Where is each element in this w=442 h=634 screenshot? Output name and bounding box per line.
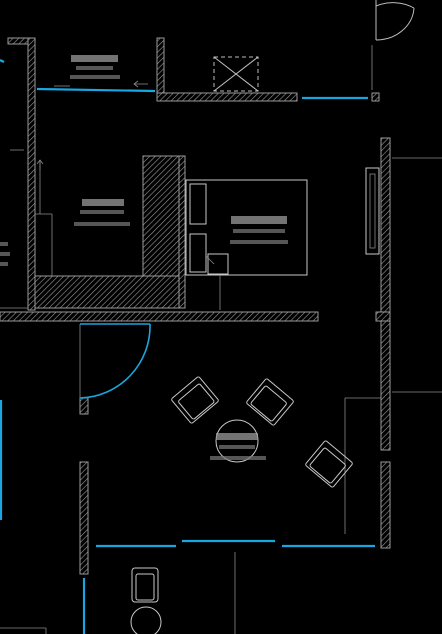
armchair-3 [305,440,353,488]
room-label-closet [74,199,130,226]
room-label-top [70,55,120,79]
armchair-2 [246,378,294,426]
round-table-icon [215,419,259,463]
wall-left-vertical [27,37,36,311]
chair-icon [130,567,162,634]
door-swing-icon [79,323,151,399]
wall-top-horizontal [156,92,298,102]
armchair-icon [171,376,219,424]
wall-mid-right-post [375,311,391,322]
walls [0,37,391,575]
wall-living-left-lower [79,461,89,575]
window-top-tick [0,59,5,63]
window-top-left [36,87,156,93]
wall-bed-divider [178,155,186,309]
interior-lines [0,45,442,634]
closet-icon [365,167,380,255]
wall-top-mid-vertical [156,37,165,101]
room-label-living [210,433,266,460]
wall-top-right-post [371,92,380,102]
stair-arrow-icon [36,80,148,170]
glazing [0,59,375,634]
door-swings [79,0,415,399]
skylight-x-icon [213,56,259,92]
wall-living-left-upper [79,397,89,415]
wall-right-lower [380,461,391,549]
wall-mid-horizontal [0,311,319,322]
bed-icon [185,179,308,310]
room-label-left [0,242,10,266]
wall-closet-bottom [34,275,180,309]
wall-right-vertical [380,137,391,451]
room-label-bedroom [230,216,288,244]
door-swing-top-right [375,0,415,41]
